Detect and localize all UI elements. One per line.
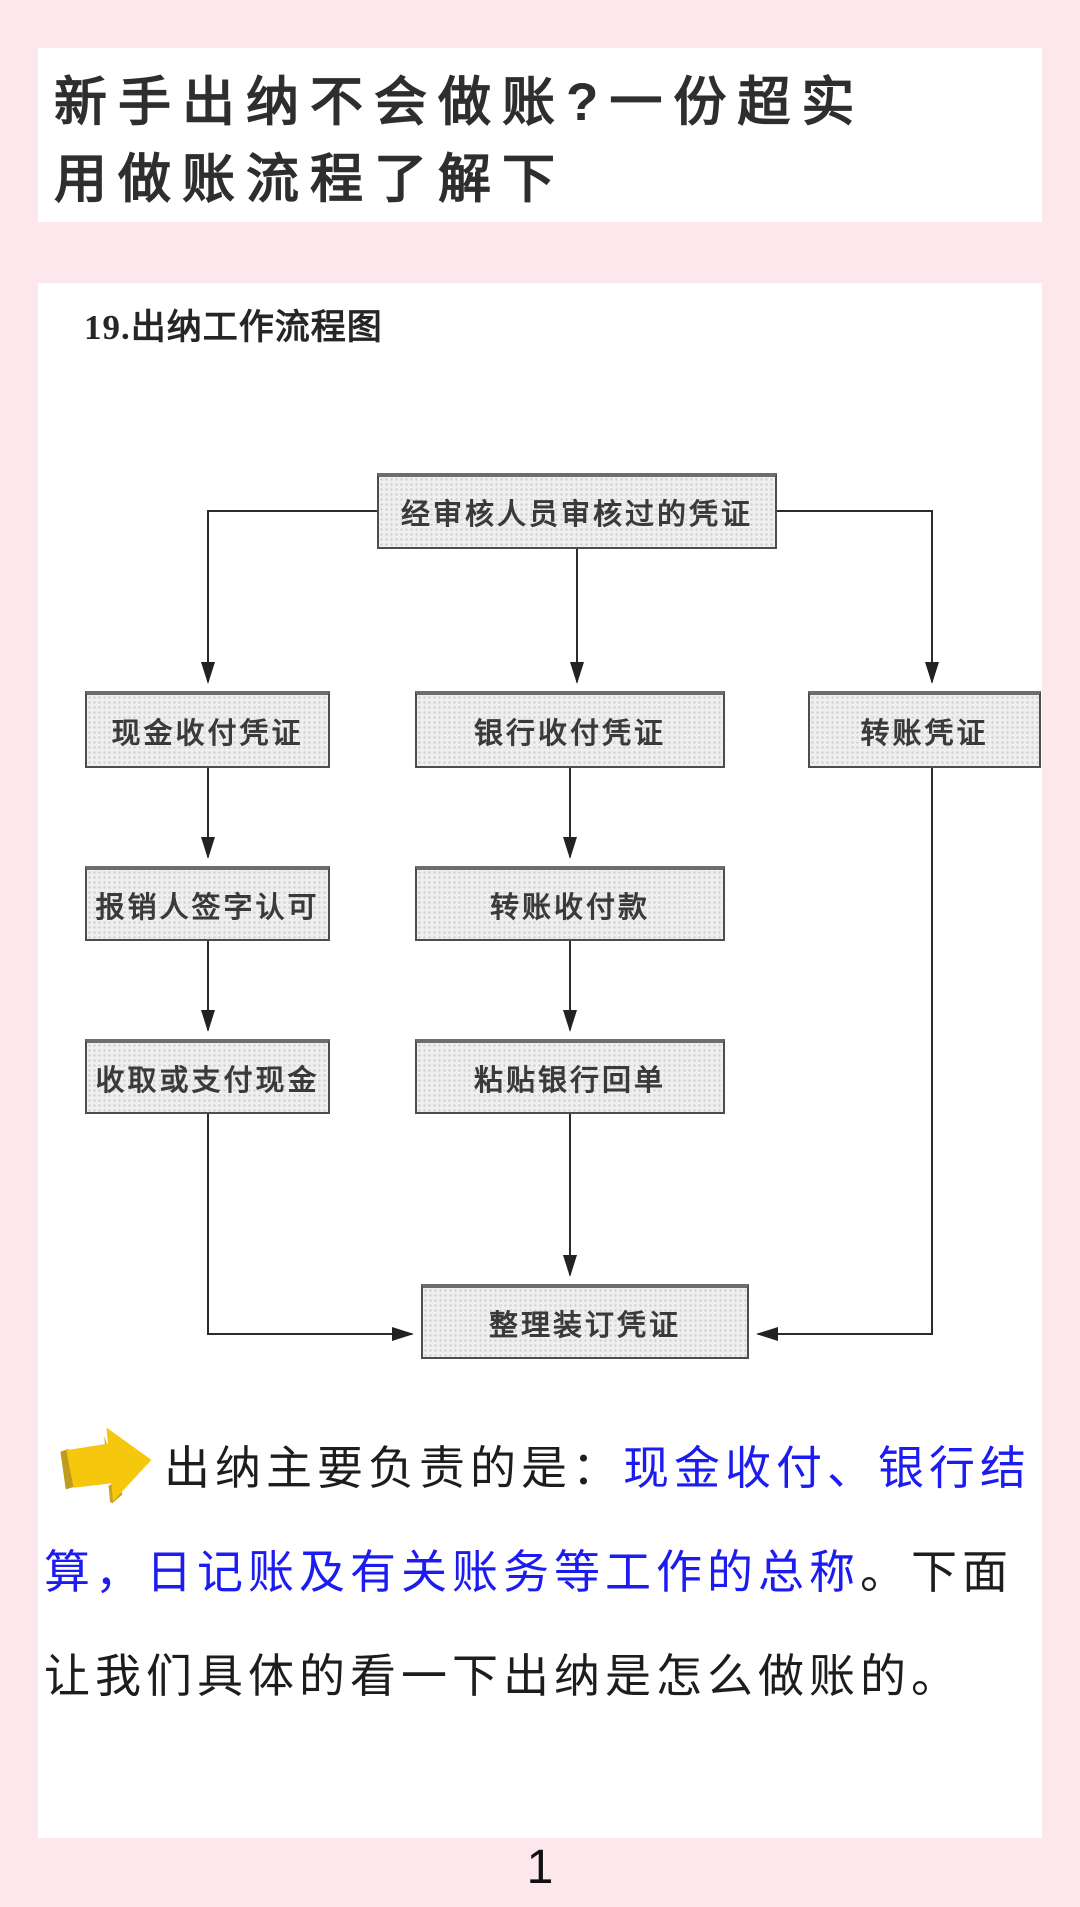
page-number: 1 — [526, 1841, 554, 1894]
flow-node-transfer-payment: 转账收付款 — [415, 866, 725, 941]
flowchart-heading: 19.出纳工作流程图 — [84, 308, 383, 347]
note-blue-text: 现金收付、银行结算，日记账及有关账务等工作的总称 — [44, 1442, 1031, 1598]
flow-node-receive-pay-cash: 收取或支付现金 — [85, 1039, 330, 1114]
connector-receive-pay-to-bind — [207, 1114, 414, 1341]
flow-node-paste-bank-receipt: 粘贴银行回单 — [415, 1039, 725, 1114]
note-black-prefix: 出纳主要负责的是： — [164, 1442, 623, 1494]
connector-transfer-voucher-to-bind — [756, 768, 933, 1341]
note-paragraph: 出纳主要负责的是：现金收付、银行结算，日记账及有关账务等工作的总称。下面让我们具… — [44, 1416, 1038, 1728]
connector-top-to-transfer-voucher — [777, 510, 939, 684]
flow-node-reimburser-sign: 报销人签字认可 — [85, 866, 330, 941]
flow-node-transfer-voucher: 转账凭证 — [808, 691, 1041, 768]
yellow-arrow-icon — [60, 1427, 152, 1504]
connector-top-to-cash-voucher — [201, 510, 377, 684]
flow-node-bank-voucher: 银行收付凭证 — [415, 691, 725, 768]
flow-node-reviewed-voucher: 经审核人员审核过的凭证 — [377, 473, 777, 549]
header-card: 新手出纳不会做账?一份超实 用做账流程了解下 — [38, 48, 1042, 222]
flow-node-cash-voucher: 现金收付凭证 — [85, 691, 330, 768]
content-card: 19.出纳工作流程图 — [38, 283, 1042, 1838]
cashier-flowchart: 经审核人员审核过的凭证 现金收付凭证 银行收付凭证 转账凭证 报销人签字认可 转… — [38, 394, 1042, 1364]
flow-node-organize-bind-voucher: 整理装订凭证 — [421, 1284, 749, 1359]
page-title-line-2: 用做账流程了解下 — [54, 150, 566, 209]
page-title-line-1: 新手出纳不会做账?一份超实 — [54, 73, 866, 132]
flowchart-connectors — [201, 510, 939, 1341]
note-black-suffix: 。下面让我们具体的看一下出纳是怎么做账的。 — [44, 1546, 1013, 1702]
